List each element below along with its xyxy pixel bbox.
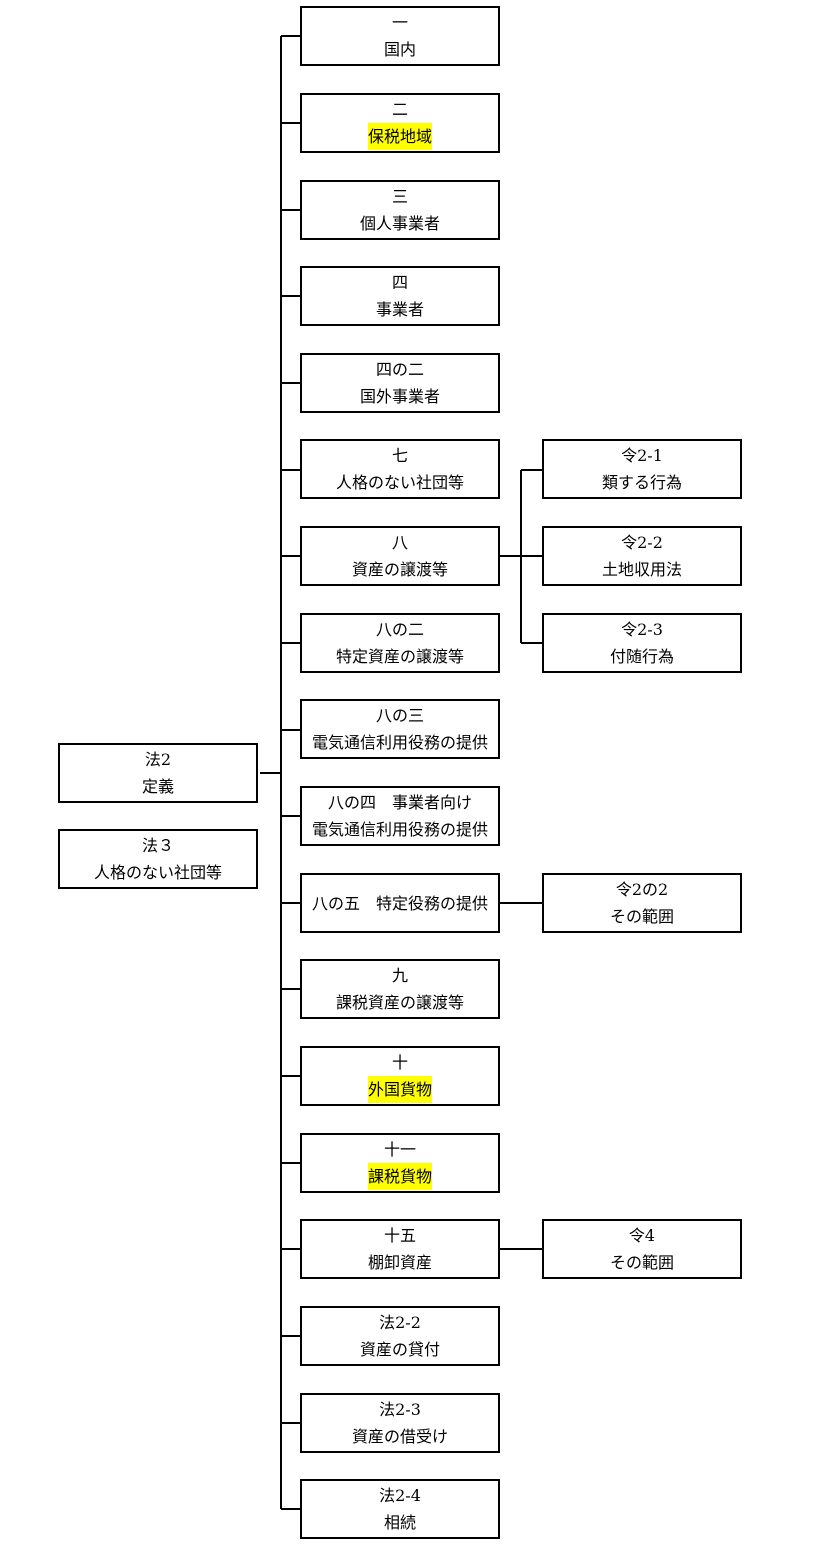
node-label-line2: 課税資産の譲渡等 [335,993,464,1012]
node-label-line2: 人格のない社団等 [335,473,464,492]
node-label-line1: 七 [391,446,408,465]
node-label-line2: 電気通信利用役務の提供 [311,820,488,839]
node-label-line1: 令4 [628,1226,656,1245]
node-label-line2: 資産の貸付 [359,1340,440,1359]
item-node-4-2: 四の二 国外事業者 [300,353,500,413]
item-node-hou2-4: 法2-4 相続 [300,1479,500,1539]
node-label-line2: 個人事業者 [359,214,440,233]
node-label-line2: 事業者 [375,300,424,319]
node-label-line2-highlighted: 外国貨物 [367,1076,432,1103]
node-label-line2: 相続 [383,1513,416,1532]
sub-node-rei2-1: 令2-1 類する行為 [542,439,742,499]
node-label-line1: 八の五 特定役務の提供 [311,893,488,913]
node-label-line2: 国内 [383,40,416,59]
node-label-line1: 令2-2 [621,533,663,552]
node-label-line1: 十五 [383,1226,416,1245]
node-label-line1: 二 [391,100,408,119]
node-label-line2: 棚卸資産 [367,1253,432,1272]
node-label-line2: その範囲 [609,1253,674,1272]
node-label-line1: 法2-3 [379,1400,421,1419]
item-node-1: 一 国内 [300,6,500,66]
node-label-line1: 法2-4 [379,1486,421,1505]
node-label-line2: 特定資産の譲渡等 [335,647,464,666]
item-node-8: 八 資産の譲渡等 [300,526,500,586]
item-node-2: 二 保税地域 [300,93,500,153]
node-label-line1: 法2 [144,750,172,769]
root-node-hou2: 法2 定義 [58,743,258,803]
node-label-line1: 十 [391,1053,408,1072]
sub-node-rei4: 令4 その範囲 [542,1219,742,1279]
item-node-4: 四 事業者 [300,266,500,326]
item-node-7: 七 人格のない社団等 [300,439,500,499]
node-label-line1: 令2の2 [615,880,669,899]
root-node-hou3: 法３ 人格のない社団等 [58,829,258,889]
node-label-line1: 法2-2 [379,1313,421,1332]
node-label-line1: 令2-1 [621,446,663,465]
node-label-line1: 四 [391,273,408,292]
node-label-line2-highlighted: 課税貨物 [367,1163,432,1190]
node-label-line2: 付随行為 [609,647,674,666]
node-label-line2: 定義 [141,777,174,796]
item-node-8-5: 八の五 特定役務の提供 [300,873,500,933]
item-node-8-4: 八の四 事業者向け 電気通信利用役務の提供 [300,786,500,846]
node-label-line2-highlighted: 保税地域 [367,123,432,150]
node-label-line1: 十一 [383,1140,416,1159]
node-label-line1: 九 [391,966,408,985]
item-node-10: 十 外国貨物 [300,1046,500,1106]
node-label-line1: 八の二 [375,620,424,639]
node-label-line2: 国外事業者 [359,387,440,406]
item-node-11: 十一 課税貨物 [300,1133,500,1193]
node-label-line2: 類する行為 [601,473,682,492]
node-label-line1: 令2-3 [621,620,663,639]
node-label-line1: 八 [391,533,408,552]
sub-node-rei2-3: 令2-3 付随行為 [542,613,742,673]
sub-node-rei2no2: 令2の2 その範囲 [542,873,742,933]
item-node-15: 十五 棚卸資産 [300,1219,500,1279]
node-label-line2: 資産の譲渡等 [351,560,448,579]
node-label-line2: 電気通信利用役務の提供 [311,733,488,752]
node-label-line1: 八の三 [375,706,424,725]
node-label-line1: 八の四 事業者向け [327,793,472,812]
item-node-8-3: 八の三 電気通信利用役務の提供 [300,699,500,759]
item-node-hou2-3: 法2-3 資産の借受け [300,1393,500,1453]
node-label-line2: 土地収用法 [601,560,682,579]
item-node-hou2-2: 法2-2 資産の貸付 [300,1306,500,1366]
node-label-line2: 人格のない社団等 [93,863,222,882]
item-node-8-2: 八の二 特定資産の譲渡等 [300,613,500,673]
node-label-line1: 四の二 [375,360,424,379]
item-node-3: 三 個人事業者 [300,180,500,240]
node-label-line1: 三 [391,187,408,206]
item-node-9: 九 課税資産の譲渡等 [300,959,500,1019]
node-label-line2: 資産の借受け [351,1427,448,1446]
node-label-line1: 法３ [141,836,174,855]
sub-node-rei2-2: 令2-2 土地収用法 [542,526,742,586]
node-label-line1: 一 [391,13,408,32]
node-label-line2: その範囲 [609,907,674,926]
